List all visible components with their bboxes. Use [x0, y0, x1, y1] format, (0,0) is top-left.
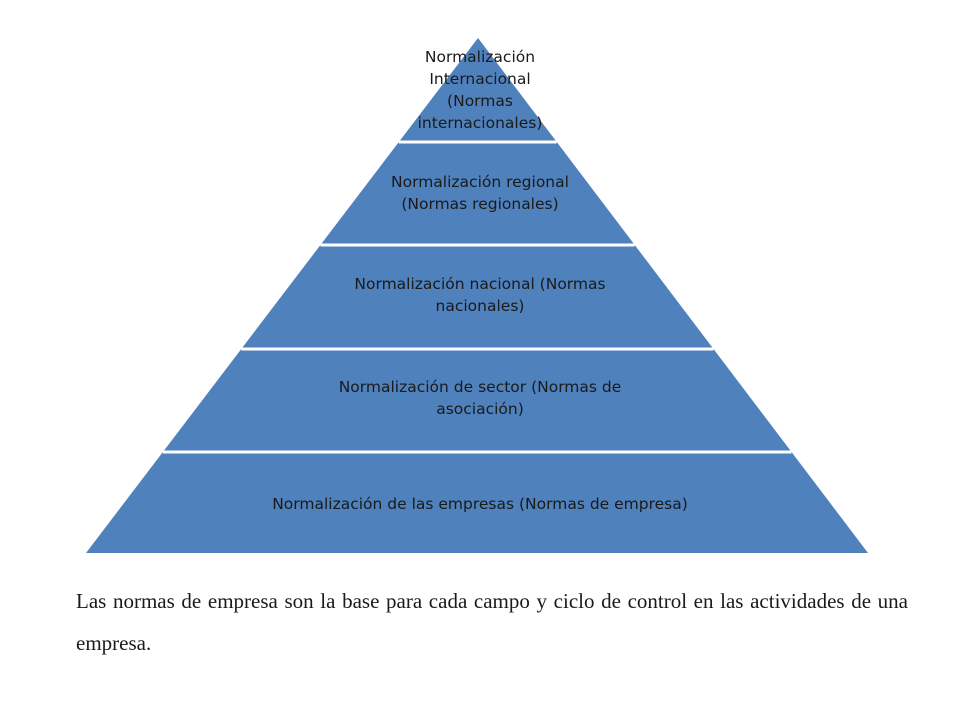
pyramid-level-sector [162, 349, 792, 452]
pyramid-level-national [241, 245, 714, 349]
level-label-sector: Normalización de sector (Normas de asoci… [338, 378, 622, 418]
level-label-company: Normalización de las empresas (Normas de… [272, 495, 688, 513]
level-label-national: Normalización nacional (Normas nacionale… [354, 275, 606, 315]
pyramid-diagram: Normalización Internacional (Normas inte… [86, 38, 868, 553]
pyramid-shapes [86, 38, 868, 553]
pyramid-level-company [86, 452, 868, 553]
pyramid-level-international [398, 38, 557, 142]
caption-text: Las normas de empresa son la base para c… [76, 589, 908, 655]
pyramid-level-regional [320, 142, 635, 245]
level-label-regional: Normalización regional (Normas regionale… [391, 173, 569, 213]
level-label-international: Normalización Internacional (Normas inte… [417, 48, 543, 132]
